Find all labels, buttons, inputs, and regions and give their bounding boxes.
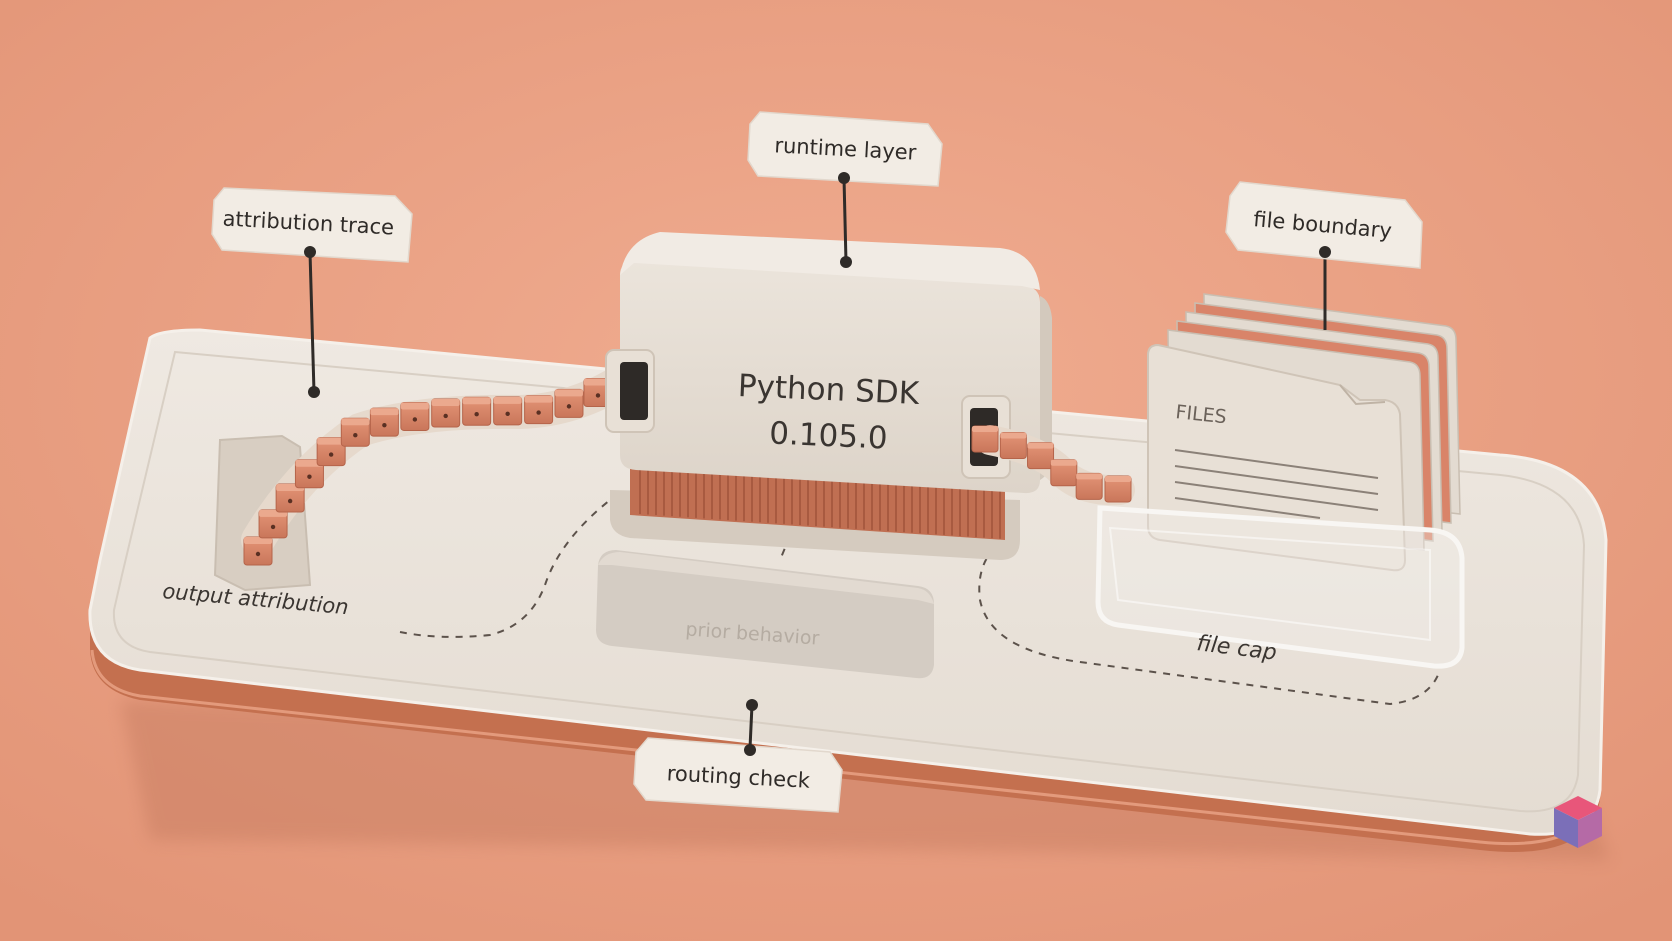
token-block xyxy=(275,483,305,513)
token-conveyor-right xyxy=(971,425,1135,506)
token-block xyxy=(1050,459,1078,487)
token-block xyxy=(258,509,288,539)
token-block xyxy=(493,396,523,426)
cube-logo-icon xyxy=(1554,796,1602,848)
sdk-version: 0.105.0 xyxy=(769,415,889,456)
callout-routing-check: routing check xyxy=(633,699,843,813)
files-folder-label: FILES xyxy=(1174,401,1227,428)
callout-attribution-trace: attribution trace xyxy=(211,187,413,398)
token-block xyxy=(1075,472,1103,500)
token-block xyxy=(524,395,554,425)
callout-runtime-layer: runtime layer xyxy=(747,111,943,268)
token-block xyxy=(999,431,1027,459)
token-block xyxy=(431,398,461,428)
token-block xyxy=(971,425,999,453)
token-block xyxy=(294,459,324,489)
token-block xyxy=(1104,475,1132,503)
token-block xyxy=(554,388,584,418)
token-block xyxy=(243,536,273,566)
token-block xyxy=(462,396,492,426)
token-block xyxy=(400,401,430,431)
prior-behavior-block: prior behavior xyxy=(596,550,934,679)
token-block xyxy=(369,407,399,437)
callout-file-boundary: file boundary xyxy=(1225,181,1423,330)
platform-inset xyxy=(112,350,1586,813)
token-block xyxy=(316,437,346,467)
token-block xyxy=(583,377,613,407)
sdk-block: Python SDK 0.105.0 xyxy=(605,232,1052,560)
file-stack: FILES xyxy=(1095,293,1465,669)
sdk-name: Python SDK xyxy=(737,368,920,412)
token-block xyxy=(1027,442,1055,470)
token-block xyxy=(340,417,370,447)
